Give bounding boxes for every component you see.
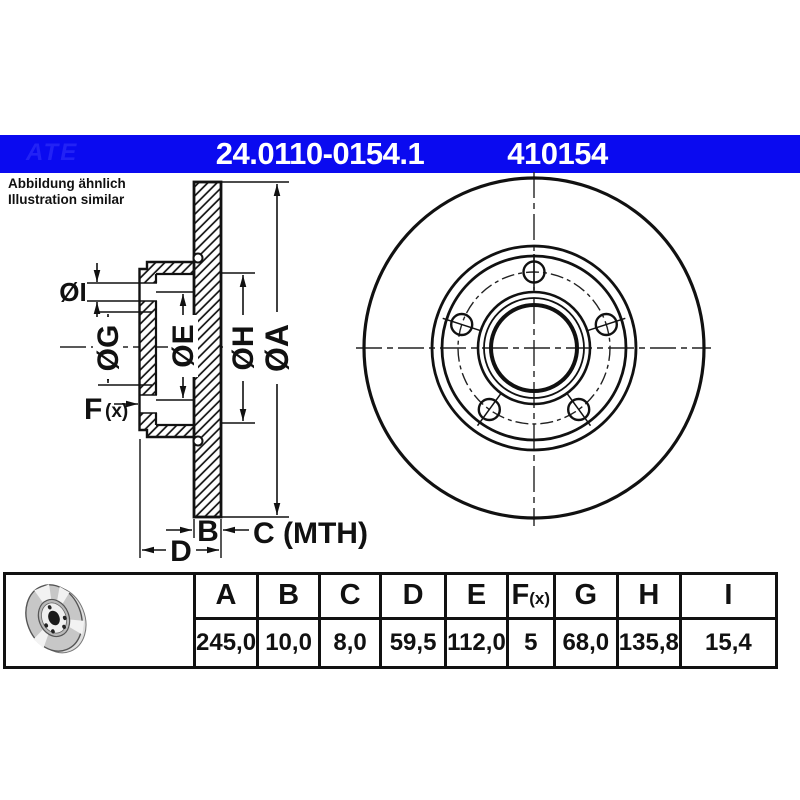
dim-label-diameter-g: ØG xyxy=(92,325,125,372)
reference-number: 410154 xyxy=(507,136,608,171)
dim-label-diameter-a: ØA xyxy=(259,324,295,372)
dim-label-f: F xyxy=(84,393,102,426)
table-value-f: 5 xyxy=(505,616,556,670)
table-value-d: 59,5 xyxy=(379,616,448,670)
part-number: 24.0110-0154.1 xyxy=(215,136,425,171)
table-header-c: C xyxy=(318,572,383,620)
table-value-c: 8,0 xyxy=(318,616,383,670)
table-value-i: 15,4 xyxy=(678,616,778,670)
table-value-h: 135,8 xyxy=(615,616,682,670)
table-value-e: 112,0 xyxy=(444,616,509,670)
dimension-table: A B C D E F(x) G H I 245,0 10,0 8,0 59,5… xyxy=(3,572,778,670)
table-header-d: D xyxy=(379,572,448,620)
table-value-g: 68,0 xyxy=(552,616,619,670)
table-header-i: I xyxy=(678,572,778,620)
table-header-h: H xyxy=(615,572,682,620)
dim-label-diameter-i: ØI xyxy=(59,277,86,307)
brake-disc-icon xyxy=(24,584,86,654)
dim-label-diameter-e: ØE xyxy=(167,324,200,367)
header-bar: ATE 24.0110-0154.1 410154 xyxy=(0,135,800,173)
table-value-b: 10,0 xyxy=(256,616,322,670)
dim-label-c-mth: C (MTH) xyxy=(253,517,368,550)
note-line-de: Abbildung ähnlich xyxy=(8,176,126,191)
table-header-b: B xyxy=(256,572,322,620)
disc-thumbnail-cell xyxy=(3,572,196,669)
table-header-e: E xyxy=(444,572,509,620)
ate-logo-watermark: ATE xyxy=(26,139,79,166)
table-header-a: A xyxy=(192,572,260,620)
dim-label-diameter-h: ØH xyxy=(227,326,260,371)
table-header-f: F(x) xyxy=(505,572,556,620)
cross-section-view: ØI ØG ØE ØH ØA F (x) B C (MTH) D xyxy=(59,180,368,568)
similarity-note: Abbildung ähnlich Illustration similar xyxy=(8,176,126,207)
note-line-en: Illustration similar xyxy=(8,191,125,207)
front-view xyxy=(356,172,711,526)
dim-label-d: D xyxy=(170,535,192,568)
table-header-g: G xyxy=(552,572,619,620)
table-value-a: 245,0 xyxy=(192,616,260,670)
dim-label-f-count: (x) xyxy=(105,401,128,422)
bolt-holes xyxy=(442,254,626,427)
dim-label-b: B xyxy=(197,515,219,548)
